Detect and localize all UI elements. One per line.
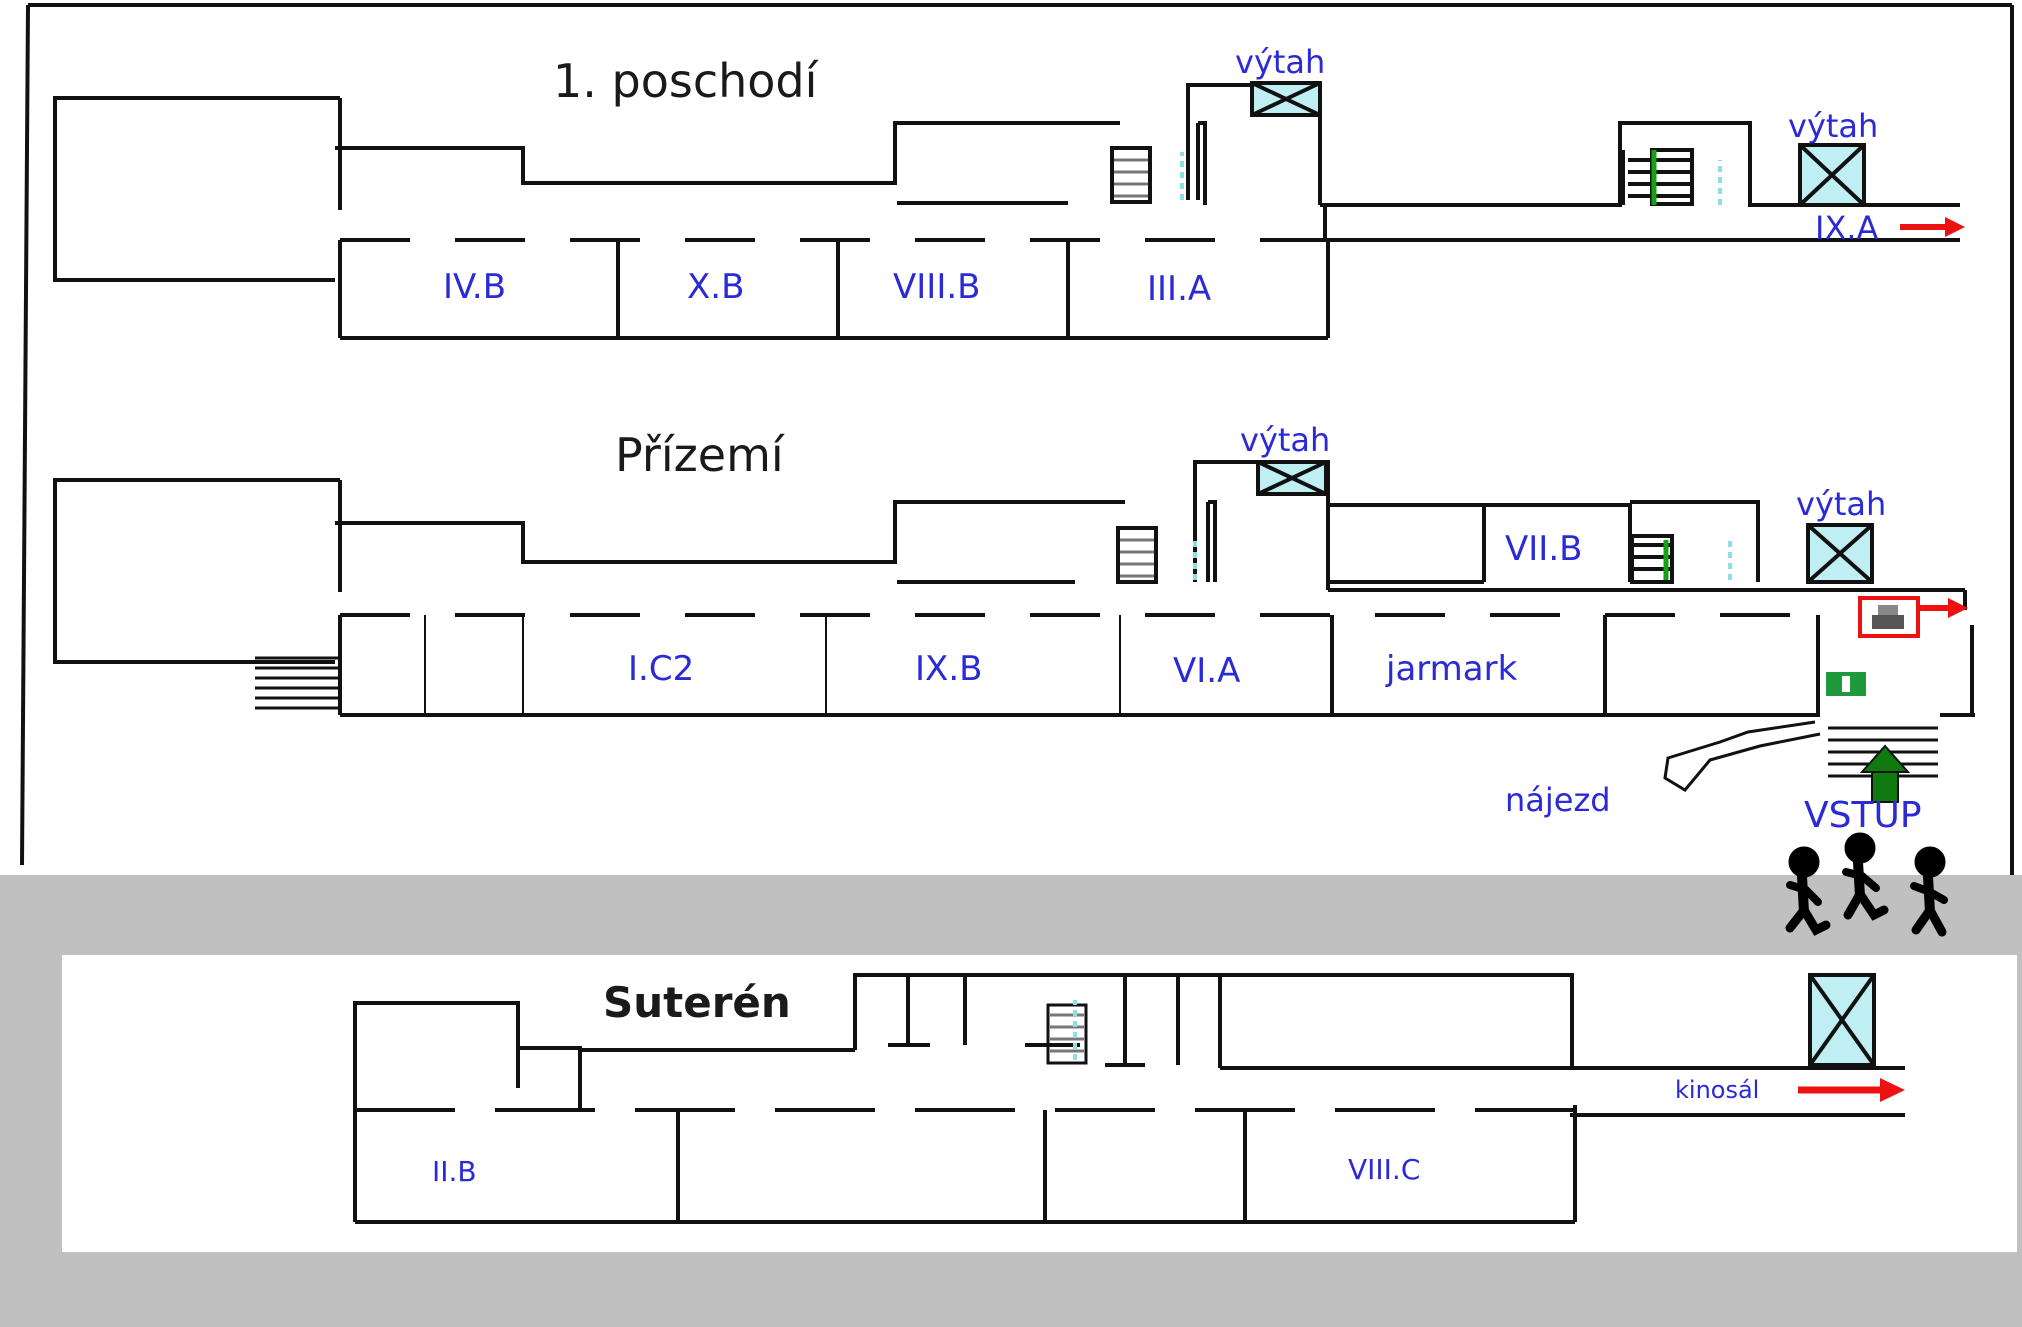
- room-label: VI.A: [1173, 651, 1241, 691]
- room-label: II.B: [432, 1155, 477, 1188]
- exit-arrow-icon: [1900, 217, 1965, 237]
- entrance-arrow-icon: [1859, 744, 1911, 803]
- ramp-label: nájezd: [1505, 781, 1611, 819]
- elevator-icon: [1808, 973, 1876, 1067]
- room-label: VIII.B: [893, 267, 981, 307]
- room-label: IX.B: [915, 649, 983, 689]
- reception-icon: [1858, 596, 1920, 638]
- basement-title: Suterén: [603, 978, 791, 1027]
- elevator-icon: [1250, 81, 1322, 117]
- room-label: VIII.C: [1348, 1153, 1421, 1186]
- ground-floor-walls: [53, 460, 1975, 778]
- first-floor-walls: [53, 83, 1960, 340]
- stairs-icon: [1628, 158, 1690, 571]
- stair-arrow-icon: [1651, 150, 1669, 580]
- ground-floor-title: Přízemí: [615, 428, 784, 482]
- room-label: I.C2: [628, 649, 695, 689]
- ramp-shape: [1663, 720, 1821, 792]
- exit-label: IX.A: [1815, 209, 1879, 247]
- basement-walls: [353, 973, 1905, 1224]
- room-label: X.B: [687, 267, 745, 307]
- elevator-label: výtah: [1240, 421, 1331, 459]
- room-label: IV.B: [443, 267, 507, 307]
- elevator-icon: [1806, 523, 1874, 584]
- outer-frame: [20, 3, 2014, 875]
- room-label: jarmark: [1386, 649, 1518, 689]
- stair-arrow-icon: [1073, 152, 1732, 1060]
- entrance-label: VSTUP: [1804, 795, 1922, 836]
- kinosal-arrow-icon: [1798, 1078, 1905, 1102]
- emergency-exit-icon: [1826, 672, 1866, 696]
- elevator-label: výtah: [1796, 485, 1887, 523]
- cinema-label: kinosál: [1675, 1076, 1760, 1104]
- people-icon: [1785, 832, 1948, 937]
- elevator-label: výtah: [1235, 43, 1326, 81]
- stairs-icon: [1050, 158, 1154, 1053]
- elevator-icon: [1256, 460, 1328, 496]
- room-label: III.A: [1147, 269, 1212, 309]
- elevator-icon: [1798, 143, 1866, 207]
- exit-arrow-icon: [1920, 598, 1968, 618]
- room-label: VII.B: [1505, 529, 1583, 569]
- elevator-label: výtah: [1788, 107, 1879, 145]
- first-floor-title: 1. poschodí: [553, 54, 818, 108]
